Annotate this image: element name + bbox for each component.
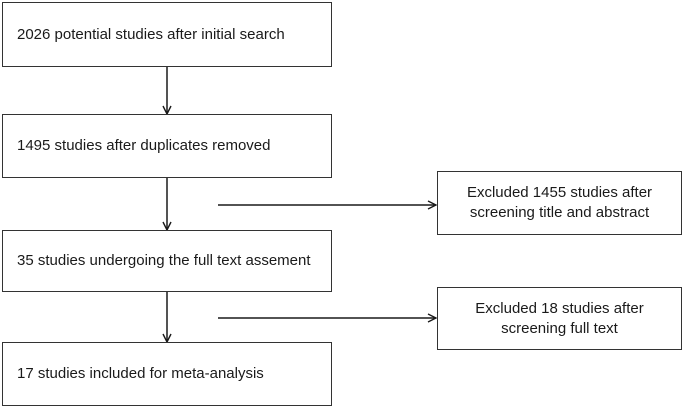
step-box-full-text-assessment: 35 studies undergoing the full text asse…	[2, 230, 332, 292]
step-label: 17 studies included for meta-analysis	[17, 365, 264, 382]
step-box-included-meta-analysis: 17 studies included for meta-analysis	[2, 342, 332, 406]
step-box-initial-search: 2026 potential studies after initial sea…	[2, 2, 332, 67]
step-box-duplicates-removed: 1495 studies after duplicates removed	[2, 114, 332, 178]
step-label: 35 studies undergoing the full text asse…	[17, 252, 311, 269]
exclusion-label: Excluded 1455 studies after screening ti…	[466, 184, 653, 221]
exclusion-label: Excluded 18 studies after screening full…	[475, 299, 644, 337]
step-label: 2026 potential studies after initial sea…	[17, 25, 285, 43]
exclusion-box-title-abstract: Excluded 1455 studies after screening ti…	[437, 171, 682, 235]
exclusion-box-full-text: Excluded 18 studies after screening full…	[437, 287, 682, 350]
step-label: 1495 studies after duplicates removed	[17, 137, 271, 154]
